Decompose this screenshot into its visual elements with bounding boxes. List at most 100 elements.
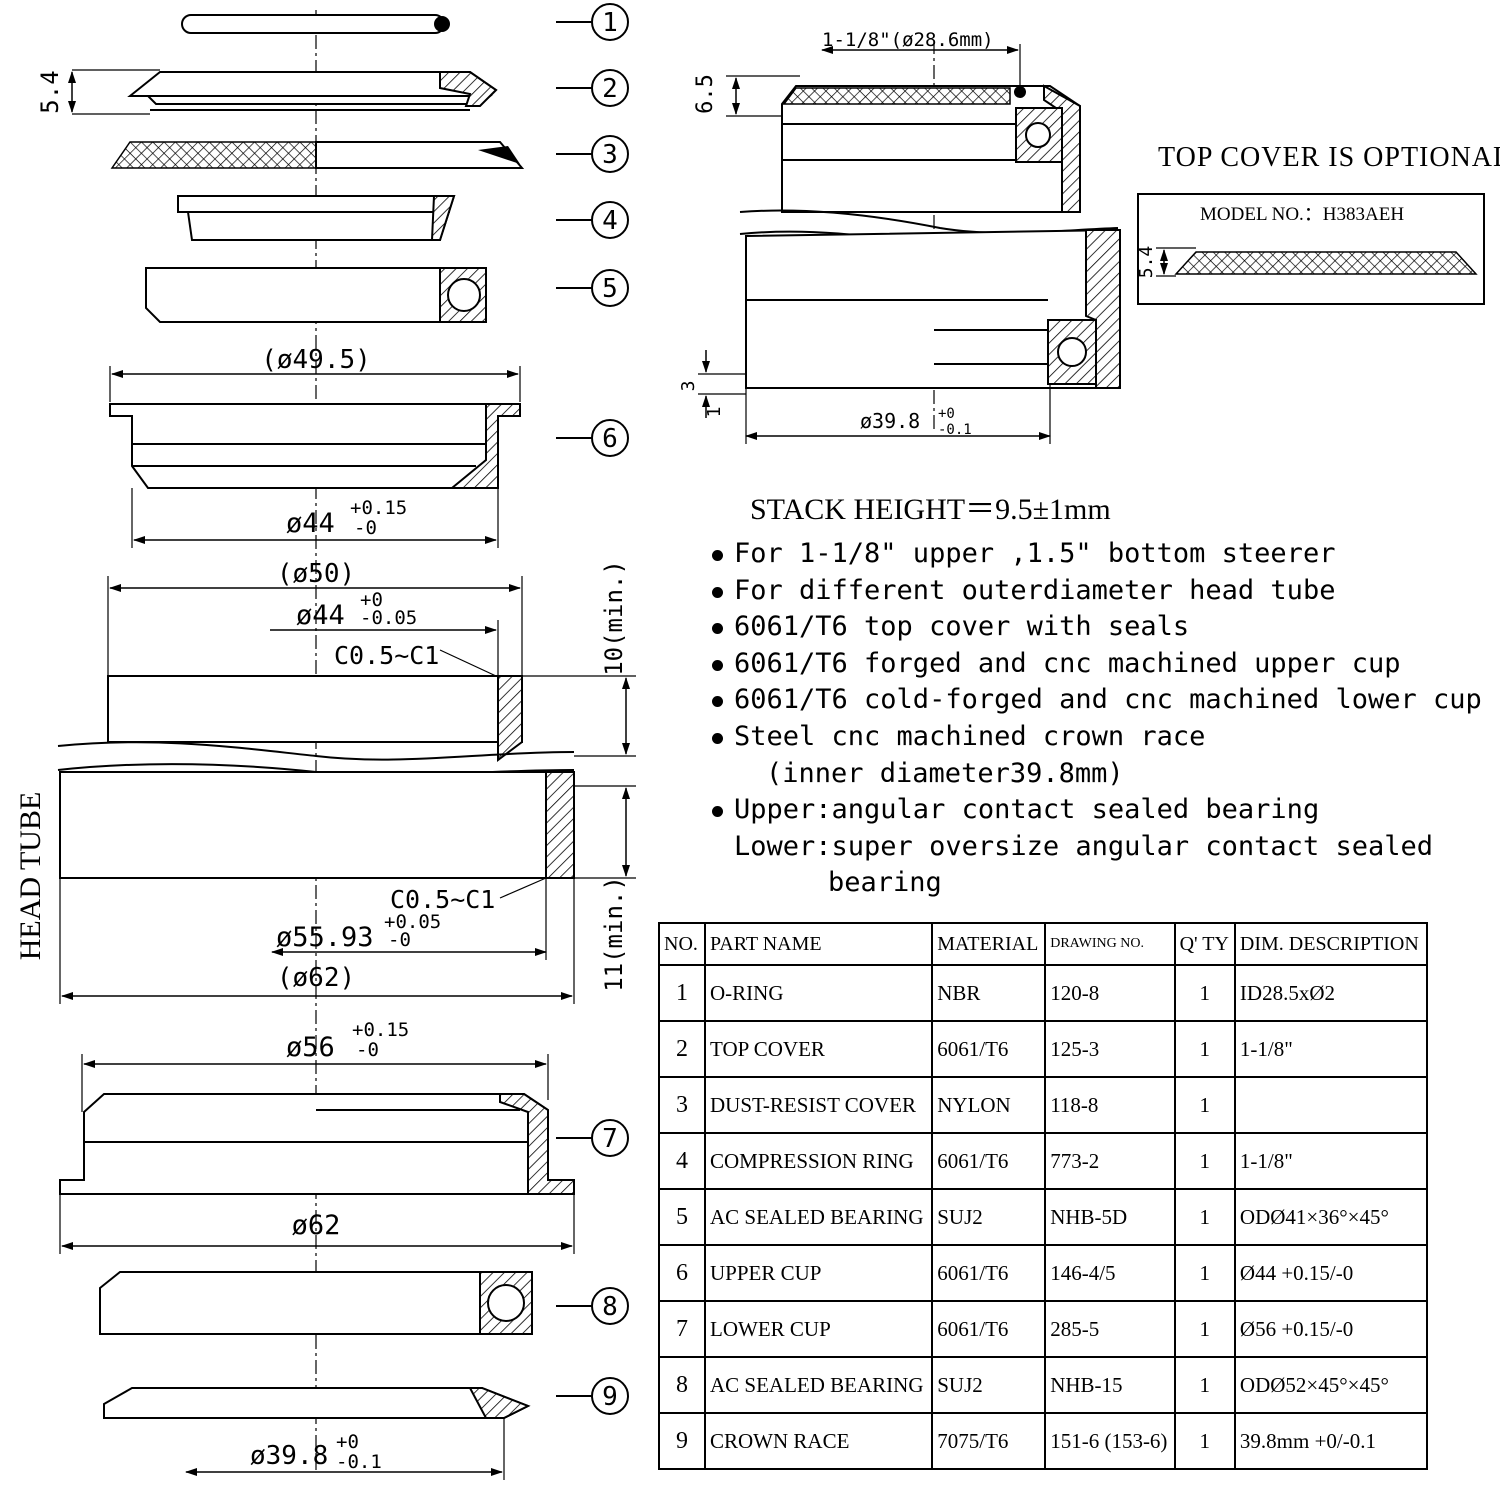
cell-part-name: COMPRESSION RING: [703, 1132, 934, 1190]
cell-part-name: LOWER CUP: [703, 1300, 934, 1358]
dim-head-bottom-bore: ø55.93: [276, 922, 374, 953]
part-7-lower-cup: [59, 1054, 575, 1254]
stack-height: STACK HEIGHT＝9.5±1mm: [750, 493, 1111, 526]
col-qty: Q' TY: [1173, 922, 1236, 966]
assembly-bottom-1: 1: [704, 407, 725, 418]
col-dim-description: DIM. DESCRIPTION: [1233, 922, 1429, 966]
cell-qty: 1: [1173, 964, 1236, 1022]
col-drawing-no: DRAWING NO.: [1044, 922, 1176, 966]
cell-material: NYLON: [931, 1076, 1047, 1134]
cell-no: 3: [658, 1076, 706, 1134]
part-9-crown-race: [103, 1387, 531, 1480]
cell-drawing-no: 285-5: [1044, 1300, 1176, 1358]
part-4-compression-ring: [177, 195, 456, 241]
cell-no: 8: [658, 1356, 706, 1414]
dimension-labels: 5.4 (ø49.5) ø44 +0.15 -0 (ø50) ø44 +0 -0…: [14, 70, 628, 1473]
dim-crown-race: ø39.8: [250, 1441, 328, 1471]
cell-material: 6061/T6: [931, 1132, 1047, 1190]
col-part-name: PART NAME: [703, 922, 934, 966]
cell-no: 2: [658, 1020, 706, 1078]
cell-material: 6061/T6: [931, 1020, 1047, 1078]
note-item: Upper:angular contact sealed bearing: [708, 792, 1468, 829]
callout-5: 5: [602, 274, 618, 304]
callout-9: 9: [602, 1382, 618, 1412]
cell-part-name: CROWN RACE: [703, 1412, 934, 1470]
part-6-upper-cup: [109, 366, 521, 548]
cell-no: 6: [658, 1244, 706, 1302]
cell-dim: [1233, 1076, 1429, 1134]
cell-no: 4: [658, 1132, 706, 1190]
assembly-top-height: 6.5: [693, 74, 718, 114]
assembly-crown-tol-plus: +0: [938, 406, 955, 422]
part-5-bearing: [145, 267, 487, 323]
cell-dim: ODØ52×45°×45°: [1233, 1356, 1429, 1414]
dim-upper-cup-outer: (ø49.5): [261, 345, 371, 375]
dim-cover-height: 5.4: [36, 70, 64, 113]
cell-material: 6061/T6: [931, 1300, 1047, 1358]
dim-head-bottom-tol-plus: +0.05: [384, 911, 441, 933]
cell-dim: 39.8mm +0/-0.1: [1233, 1412, 1429, 1470]
dim-upper-cup-fit: ø44: [286, 508, 335, 539]
dim-lower-cup-flange: ø62: [292, 1210, 341, 1241]
callout-7: 7: [602, 1124, 618, 1154]
cell-part-name: AC SEALED BEARING: [703, 1356, 934, 1414]
dim-head-top-tol-minus: -0.05: [360, 607, 417, 629]
cell-dim: 1-1/8": [1233, 1132, 1429, 1190]
callout-2: 2: [602, 74, 618, 104]
callout-6: 6: [602, 424, 618, 454]
dim-head-top-outer: (ø50): [277, 559, 355, 589]
note-item: bearing: [828, 867, 942, 899]
note-item: 6061/T6 top cover with seals: [708, 609, 1468, 646]
assembly-crown-dim: ø39.8: [860, 409, 920, 433]
cell-material: NBR: [931, 964, 1047, 1022]
note-item: For different outerdiameter head tube: [708, 573, 1468, 610]
cell-drawing-no: NHB-15: [1044, 1356, 1176, 1414]
callout-8: 8: [602, 1292, 618, 1322]
cell-no: 7: [658, 1300, 706, 1358]
dim-lower-cup-tol-plus: +0.15: [352, 1019, 409, 1041]
note-item: Steel cnc machined crown race: [708, 719, 1468, 756]
cell-drawing-no: 125-3: [1044, 1020, 1176, 1078]
assembly-bottom-3: 3: [678, 381, 699, 392]
cell-drawing-no: 120-8: [1044, 964, 1176, 1022]
cell-part-name: DUST-RESIST COVER: [703, 1076, 934, 1134]
cell-qty: 1: [1173, 1412, 1236, 1470]
note-item: (inner diameter39.8mm): [766, 757, 1124, 789]
part-2-top-cover: [68, 69, 498, 115]
cell-qty: 1: [1173, 1076, 1236, 1134]
cell-qty: 1: [1173, 1244, 1236, 1302]
callout-3: 3: [602, 140, 618, 170]
callout-4: 4: [602, 206, 618, 236]
cell-part-name: AC SEALED BEARING: [703, 1188, 934, 1246]
optional-model-no: MODEL NO.：H383AEH: [1200, 204, 1404, 225]
cell-qty: 1: [1173, 1020, 1236, 1078]
cell-material: 7075/T6: [931, 1412, 1047, 1470]
callout-1: 1: [602, 8, 618, 38]
cell-qty: 1: [1173, 1132, 1236, 1190]
cell-dim: ID28.5xØ2: [1233, 964, 1429, 1022]
top-cover-optional-title: TOP COVER IS OPTIONAL: [1158, 142, 1500, 173]
assembly-section: 1-1/8"(ø28.6mm) 6.5 3 1 ø39.8 +0 -0.1: [678, 29, 1121, 444]
col-material: MATERIAL: [931, 922, 1047, 966]
cell-part-name: O-RING: [703, 964, 934, 1022]
parts-table: NO. PART NAME MATERIAL DRAWING NO. Q' TY…: [658, 922, 1429, 1470]
table-header-row: NO. PART NAME MATERIAL DRAWING NO. Q' TY…: [658, 922, 1429, 966]
cell-drawing-no: 151-6 (153-6): [1044, 1412, 1176, 1470]
part-1-o-ring: [181, 14, 450, 34]
callouts: 1 2 3 4 5 6 7 8 9: [556, 3, 629, 1415]
cell-part-name: UPPER CUP: [703, 1244, 934, 1302]
dim-crown-race-tol-plus: +0: [336, 1431, 359, 1453]
cell-part-name: TOP COVER: [703, 1020, 934, 1078]
head-tube-label: HEAD TUBE: [14, 792, 47, 961]
part-3-dust-cover: [110, 141, 525, 169]
assembly-steerer-dim: 1-1/8"(ø28.6mm): [822, 29, 994, 51]
note-item: 6061/T6 forged and cnc machined upper cu…: [708, 646, 1468, 683]
dim-lower-cup-fit: ø56: [286, 1032, 335, 1063]
dim-upper-cup-tol-plus: +0.15: [350, 497, 407, 519]
